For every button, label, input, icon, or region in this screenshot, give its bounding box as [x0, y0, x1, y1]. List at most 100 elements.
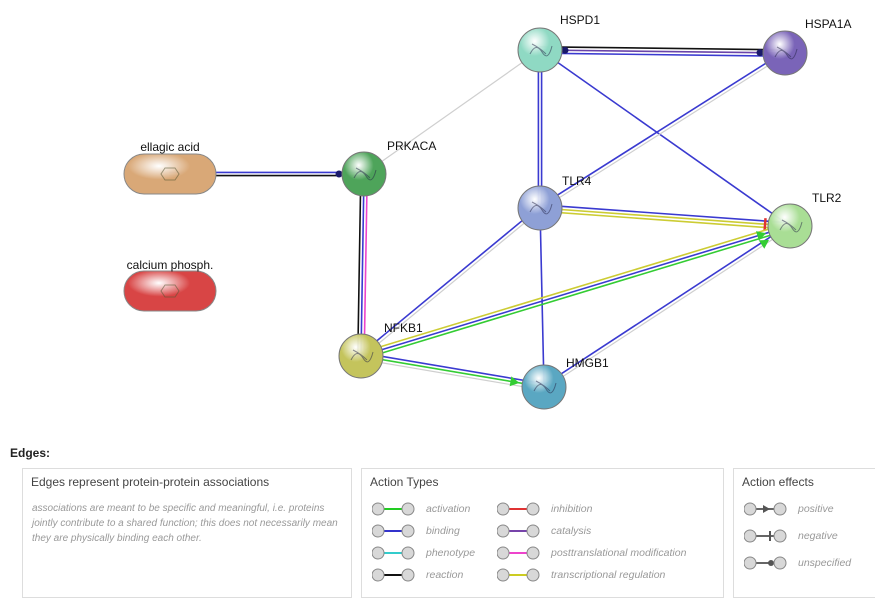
edge-line-transcriptional-regulation: [538, 210, 791, 230]
action-effects-panel: Action effects positive negative unspecifi…: [733, 468, 875, 598]
edge-hspd1-tlr4[interactable]: [537, 49, 543, 209]
node-hmgb1[interactable]: HMGB1: [521, 356, 609, 410]
edge-line-transcriptional-regulation: [359, 222, 790, 354]
legend-swatch-icon: [372, 524, 415, 538]
protein-structure-icon: [529, 43, 553, 57]
edge-nfkb1-hmgb1[interactable]: [359, 352, 546, 391]
node-label-hspd1: HSPD1: [560, 13, 600, 27]
legend-effect-negative: negative: [744, 528, 838, 544]
legend-effect-arrow-icon: [744, 502, 787, 516]
edges-description-panel: Edges represent protein-protein associat…: [22, 468, 352, 598]
edge-line-reaction: [539, 46, 786, 51]
legend-action-label: posttranslational modification: [551, 547, 687, 559]
node-layer: ellagic acid calcium phosph. PRKACA HSPD1 HS…: [123, 13, 851, 410]
node-label-nfkb1: NFKB1: [384, 321, 423, 335]
legend-action-phenotype: phenotype: [372, 545, 475, 561]
edge-nfkb1-tlr2[interactable]: [359, 222, 792, 360]
edge-prkaca-hspd1[interactable]: [363, 49, 541, 175]
legend-effect-bar-icon: [744, 529, 787, 543]
effect-positive-arrow: [758, 239, 770, 249]
node-label-ellagic: ellagic acid: [140, 140, 199, 154]
edge-hspd1-tlr2[interactable]: [539, 49, 791, 227]
edge-line-association: [540, 53, 787, 210]
legend-action-label: activation: [426, 503, 471, 515]
legend-effect-dot-icon: [744, 556, 787, 570]
edge-line-binding: [539, 49, 791, 227]
legend-action-binding: binding: [372, 523, 460, 539]
node-label-calcium: calcium phosph.: [127, 258, 214, 272]
edge-line-reaction: [357, 173, 362, 357]
edge-layer: [169, 46, 792, 391]
edge-line-posttranslational-modification: [363, 173, 368, 357]
legend-action-label: binding: [426, 525, 460, 537]
action-effects-title: Action effects: [742, 475, 814, 489]
edge-line-binding: [539, 204, 792, 224]
legend-action-reaction: reaction: [372, 567, 463, 583]
chemical-structure-icon: [160, 284, 180, 298]
edge-line-binding: [359, 205, 540, 356]
protein-structure-icon: [353, 167, 377, 181]
edge-tlr4-nfkb1[interactable]: [359, 205, 542, 358]
effect-unspecified-marker: [561, 46, 569, 54]
legend-action-label: reaction: [426, 569, 464, 581]
edge-hspa1a-tlr4[interactable]: [538, 50, 787, 210]
edges-description-title: Edges represent protein-protein associat…: [31, 475, 270, 489]
legend-action-label: transcriptional regulation: [551, 569, 666, 581]
protein-structure-icon: [779, 219, 803, 233]
effect-unspecified-marker: [756, 49, 764, 57]
edge-line-binding: [360, 173, 365, 357]
legend-swatch-icon: [372, 546, 415, 560]
legend-swatch-icon: [497, 568, 540, 582]
legend-swatch-icon: [497, 546, 540, 560]
edge-line-association: [359, 358, 545, 391]
effect-unspecified-marker: [335, 170, 343, 178]
edge-prkaca-nfkb1[interactable]: [357, 173, 368, 357]
edge-line-binding: [539, 52, 786, 57]
legend-action-posttranslational-modification: posttranslational modification: [497, 545, 686, 561]
edge-line-association: [544, 226, 792, 389]
legend-action-label: phenotype: [426, 547, 476, 559]
action-types-panel: Action Types activation inhibition binding…: [361, 468, 724, 598]
node-hspd1[interactable]: HSPD1: [517, 13, 600, 73]
node-label-prkaca: PRKACA: [387, 139, 436, 153]
edge-tlr4-tlr2[interactable]: [538, 204, 792, 231]
legend-action-label: inhibition: [551, 503, 593, 515]
effect-negative-bar: [763, 218, 767, 231]
node-label-tlr2: TLR2: [812, 191, 842, 205]
node-ellagic[interactable]: ellagic acid: [123, 140, 217, 195]
node-capsule: [123, 153, 217, 195]
node-tlr2[interactable]: TLR2: [767, 191, 842, 249]
edge-line-activation: [361, 228, 792, 360]
network-graph[interactable]: ellagic acid calcium phosph. PRKACA HSPD1 HS…: [0, 0, 875, 440]
legend-effect-label: negative: [798, 530, 838, 542]
edge-hspd1-hspa1a[interactable]: [539, 46, 786, 57]
edge-line-catalysis: [539, 49, 786, 54]
node-label-hmgb1: HMGB1: [566, 356, 609, 370]
legend-effect-positive: positive: [744, 501, 834, 517]
node-nfkb1[interactable]: NFKB1: [338, 321, 423, 379]
legend-action-transcriptional-regulation: transcriptional regulation: [497, 567, 665, 583]
legend-action-catalysis: catalysis: [497, 523, 591, 539]
legend-swatch-icon: [497, 524, 540, 538]
protein-structure-icon: [533, 380, 557, 394]
edge-line-binding: [360, 352, 546, 385]
legend-effect-label: positive: [798, 503, 834, 515]
node-hspa1a[interactable]: HSPA1A: [762, 17, 851, 76]
effect-positive-arrow: [509, 376, 520, 387]
action-types-title: Action Types: [370, 475, 439, 489]
node-tlr4[interactable]: TLR4: [517, 174, 592, 231]
node-capsule: [123, 270, 217, 312]
legend-swatch-icon: [372, 568, 415, 582]
edge-line-binding: [360, 225, 791, 357]
legend-action-label: catalysis: [551, 525, 592, 537]
edge-hmgb1-tlr2[interactable]: [542, 223, 792, 389]
legend-swatch-icon: [497, 502, 540, 516]
edge-line-binding: [538, 50, 785, 208]
node-calcium[interactable]: calcium phosph.: [123, 258, 217, 312]
edge-line-transcriptional-regulation: [539, 207, 791, 227]
protein-structure-icon: [774, 46, 798, 60]
edges-heading: Edges:: [10, 446, 51, 460]
node-prkaca[interactable]: PRKACA: [341, 139, 436, 197]
legend-effect-unspecified: unspecified: [744, 555, 851, 571]
node-label-hspa1a: HSPA1A: [805, 17, 851, 31]
